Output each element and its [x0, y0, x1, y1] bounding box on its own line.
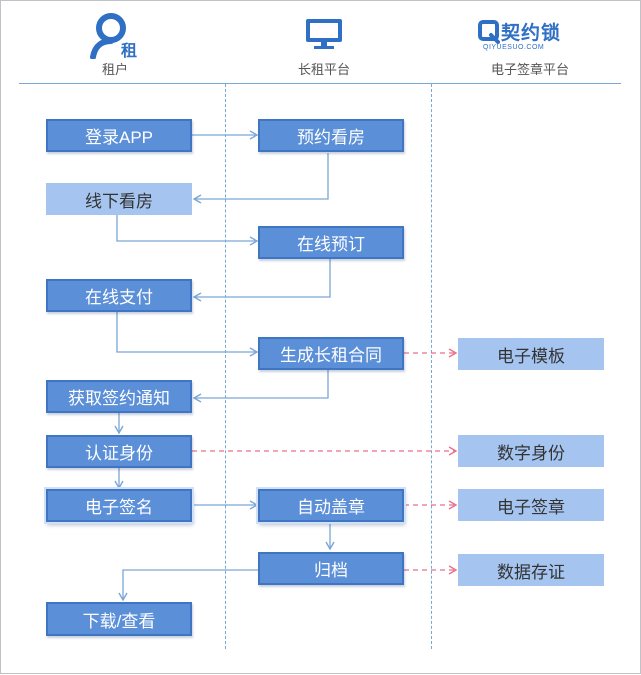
lane-label-platform: 长租平台 — [297, 62, 350, 77]
service-e-seal[interactable]: 电子签章 — [458, 489, 604, 521]
arrow-reserve-to-payment — [192, 259, 331, 302]
service-data-evidence[interactable]: 数据存证 — [458, 554, 604, 586]
esign-logo-subtext: QIYUESUO.COM — [483, 44, 545, 51]
lane-label-tenant: 租户 — [101, 62, 128, 77]
step-login-app[interactable]: 登录APP — [46, 119, 192, 152]
qiyuesuo-logo-icon — [478, 20, 500, 44]
arrow-offline-to-reserve — [116, 215, 259, 246]
tenant-icon-text: 租 — [121, 43, 138, 60]
monitor-icon — [306, 19, 342, 49]
header-divider-line — [19, 83, 621, 84]
step-e-signature[interactable]: 电子签名 — [46, 489, 192, 522]
lane-label-esign: 电子签章平台 — [490, 62, 569, 77]
arrow-payment-to-contract — [116, 312, 259, 357]
step-auto-seal[interactable]: 自动盖章 — [258, 489, 404, 522]
user-icon — [90, 13, 126, 59]
arrow-contract-to-notice — [192, 370, 329, 403]
step-offline-viewing[interactable]: 线下看房 — [46, 183, 192, 215]
step-online-payment[interactable]: 在线支付 — [46, 279, 192, 312]
step-archive[interactable]: 归档 — [258, 552, 404, 585]
arrow-booking-to-offline — [192, 153, 329, 204]
step-generate-contract[interactable]: 生成长租合同 — [258, 337, 404, 370]
step-verify-identity[interactable]: 认证身份 — [46, 435, 192, 468]
arrow-archive-to-download — [118, 569, 258, 602]
lane-divider-2 — [431, 84, 432, 649]
esign-logo-text: 契约锁 — [501, 23, 562, 44]
lane-divider-1 — [225, 84, 226, 649]
step-get-sign-notice[interactable]: 获取签约通知 — [46, 380, 192, 413]
step-online-booking[interactable]: 在线预订 — [258, 226, 404, 259]
step-download-view[interactable]: 下载/查看 — [46, 602, 192, 636]
step-book-viewing[interactable]: 预约看房 — [258, 119, 404, 152]
service-digital-identity[interactable]: 数字身份 — [458, 435, 604, 467]
service-e-template[interactable]: 电子模板 — [458, 338, 604, 370]
